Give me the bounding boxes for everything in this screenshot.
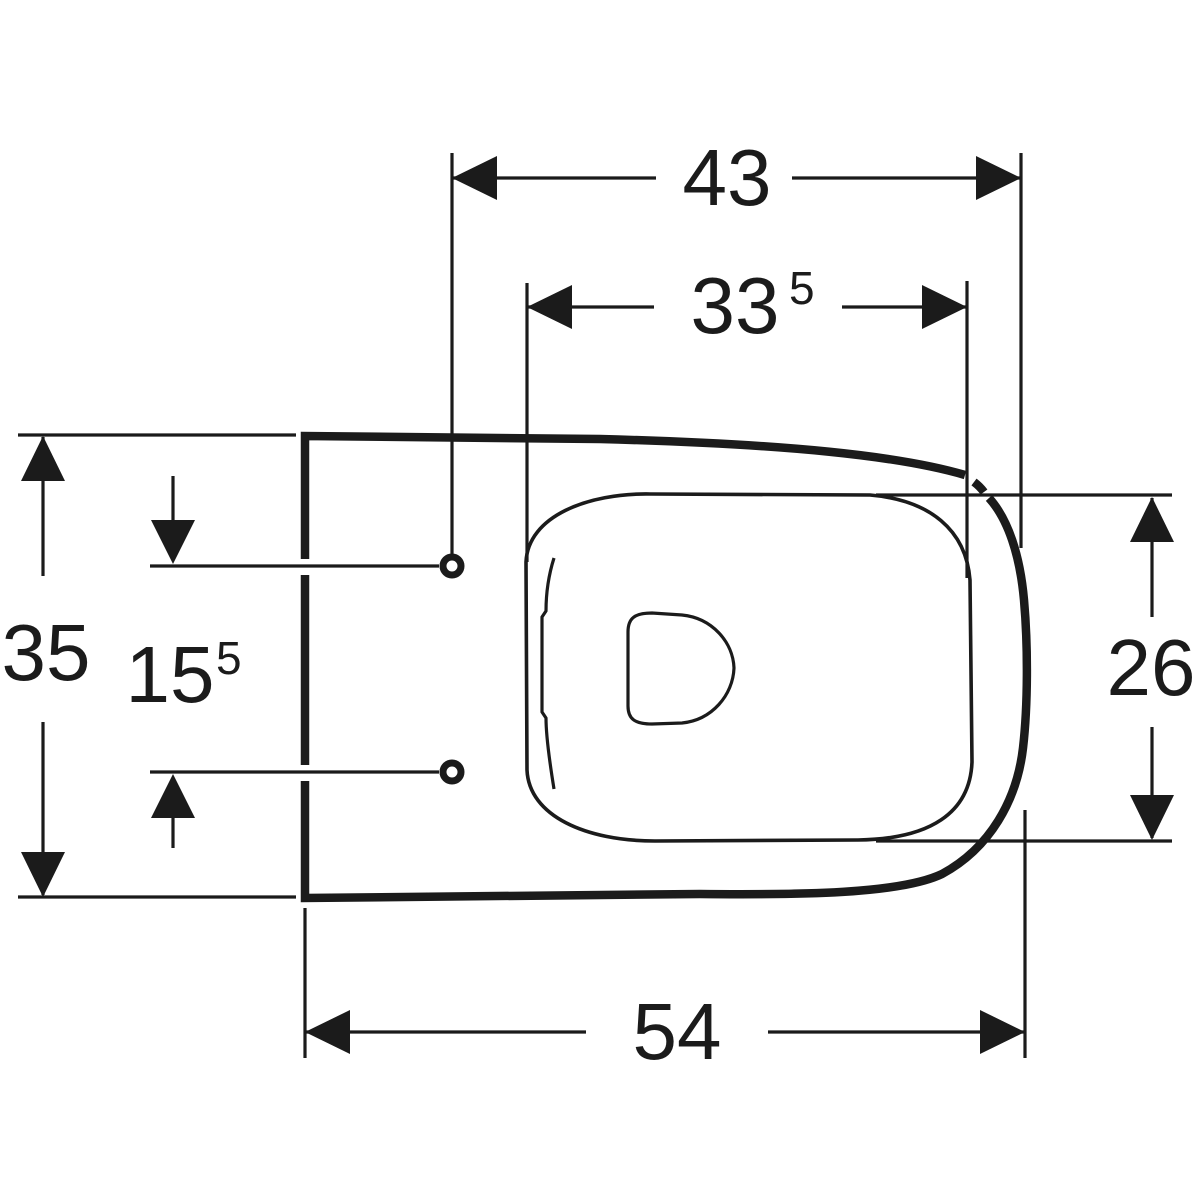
dim-33-5-label: 33 [691, 261, 780, 350]
arrow-right-icon [976, 156, 1021, 200]
dimension-43: 43 [450, 133, 1023, 554]
seat-hinge-notch [540, 557, 556, 790]
arrow-up-icon [151, 774, 195, 818]
toilet-pan-outline [300, 431, 1032, 903]
seat-ring-outline [524, 492, 974, 843]
arrow-up-icon [1130, 497, 1174, 542]
seat-ring [524, 492, 974, 843]
arrow-down-icon [1130, 795, 1174, 840]
arrow-right-icon [922, 285, 967, 329]
dimension-54: 54 [303, 810, 1027, 1076]
pan-outline-dash [971, 478, 988, 495]
fixing-hole-top [439, 553, 465, 579]
bowl-outlet-outline [626, 611, 736, 726]
arrow-down-icon [151, 520, 195, 564]
dim-33-5-superscript: 5 [789, 262, 815, 314]
dim-15-5-label: 15 [126, 630, 215, 719]
arrow-left-icon [527, 285, 572, 329]
pan-outline-front [300, 495, 1032, 903]
arrow-up-icon [21, 436, 65, 481]
pan-outline-top [300, 431, 967, 559]
arrow-left-icon [452, 156, 497, 200]
fixing-hole-bottom [439, 759, 465, 785]
dim-26-label: 26 [1107, 623, 1196, 712]
arrow-right-icon [980, 1010, 1025, 1054]
arrow-down-icon [21, 852, 65, 897]
dimension-35: 35 [2, 433, 296, 899]
arrow-left-icon [305, 1010, 350, 1054]
dimension-33-5: 33 5 [525, 261, 969, 578]
dim-54-label: 54 [633, 987, 722, 1076]
dim-15-5-superscript: 5 [216, 632, 242, 684]
dimension-26: 26 [876, 493, 1196, 843]
dimension-15-5: 15 5 [126, 476, 439, 848]
dim-43-label: 43 [683, 133, 772, 222]
dim-35-label: 35 [2, 608, 91, 697]
